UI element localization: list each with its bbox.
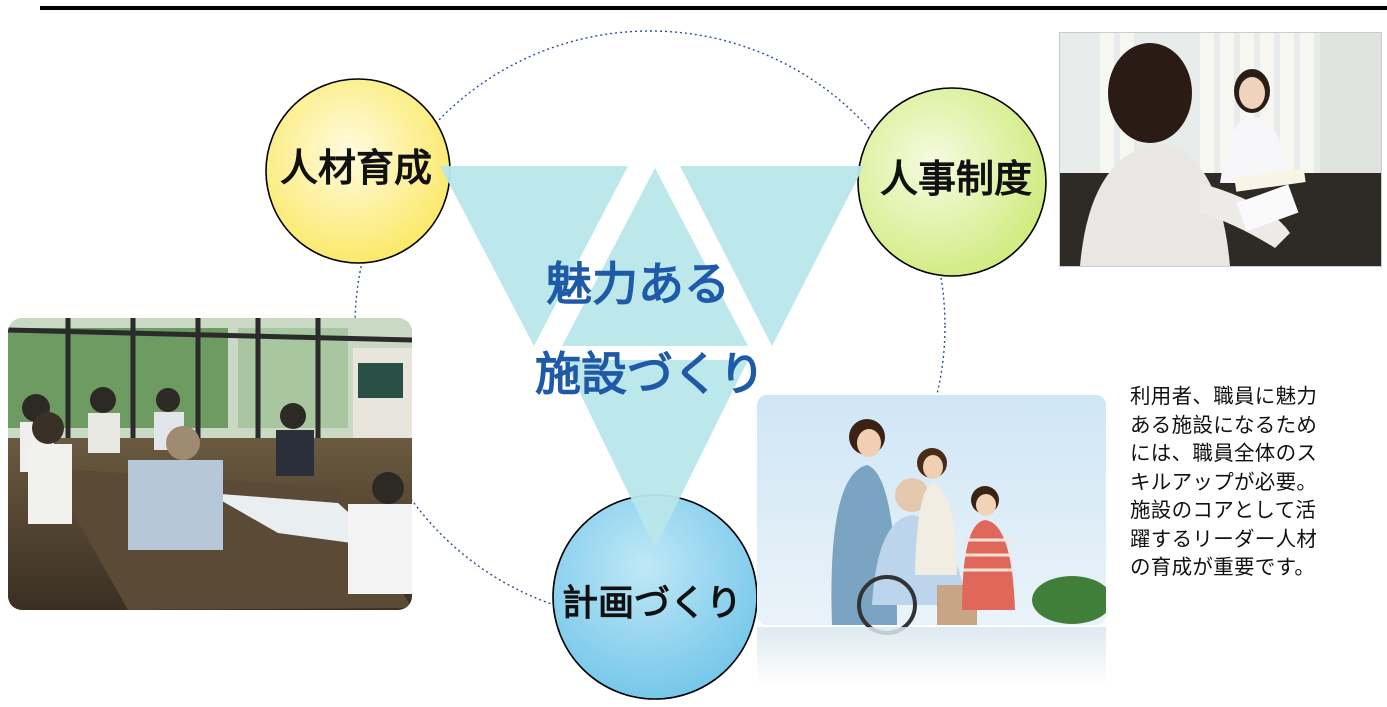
description-line: 利用者、職員に魅力: [1130, 384, 1318, 408]
triangle-top-right: [680, 166, 864, 346]
interview-photo: [1059, 32, 1382, 267]
description-line: ある施設になるため: [1130, 412, 1318, 437]
family-photo: [757, 395, 1106, 685]
description-line: には、職員全体のス: [1130, 441, 1318, 465]
description-line: の育成が重要です。: [1130, 555, 1316, 579]
node-right-label: 人事制度: [880, 157, 1032, 201]
description-line: 躍するリーダー人材: [1130, 526, 1318, 551]
triangle-center: [562, 168, 748, 346]
node-left-label: 人材育成: [280, 146, 432, 190]
description-line: キルアップが必要。: [1130, 469, 1318, 494]
triangle-bottom: [564, 360, 748, 548]
triangle-top-left: [440, 166, 628, 346]
description: 利用者、職員に魅力 ある施設になるため には、職員全体のス キルアップが必要。 …: [1130, 382, 1370, 582]
description-line: 施設のコアとして活: [1130, 498, 1317, 522]
center-title-line1: 魅力ある: [546, 257, 730, 311]
center-title-line2: 施設づくり: [535, 347, 765, 401]
top-rule: [40, 6, 1387, 10]
node-right-circle: [857, 87, 1047, 277]
node-bottom-label: 計画づくり: [562, 583, 742, 624]
meeting-photo: [8, 318, 412, 610]
